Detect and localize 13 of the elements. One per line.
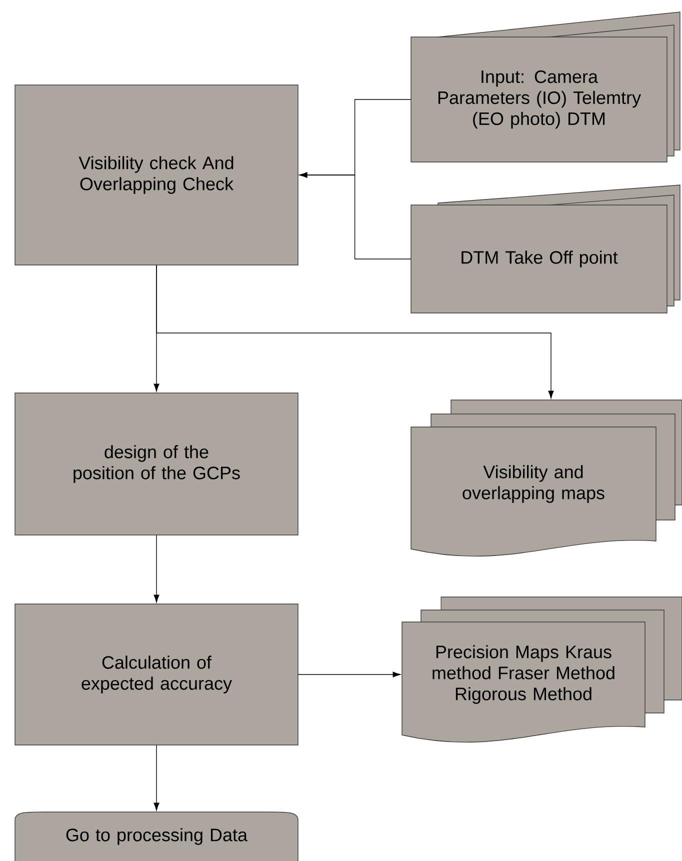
document-stack: Visibility and overlapping maps [410,400,682,557]
document-stack: Precision Maps Kraus method Fraser Method Rigorous Method [402,596,682,743]
process-box: Calculation of expected accuracy [14,604,298,746]
arrow [154,744,160,811]
arrow [154,534,160,603]
process-box: design of the position of the GCPs [14,392,298,536]
document-stack: DTM Take Off point [410,184,680,314]
arrow [298,672,401,678]
document-stack: Input: Camera Parameters (IO) Telemtry (EO photo) DTM [410,12,680,162]
terminal-box: Go to processing Data [14,812,298,861]
arrow [299,172,412,260]
arrow [156,264,554,399]
process-box: Visibility check And Overlapping Check [14,84,298,266]
